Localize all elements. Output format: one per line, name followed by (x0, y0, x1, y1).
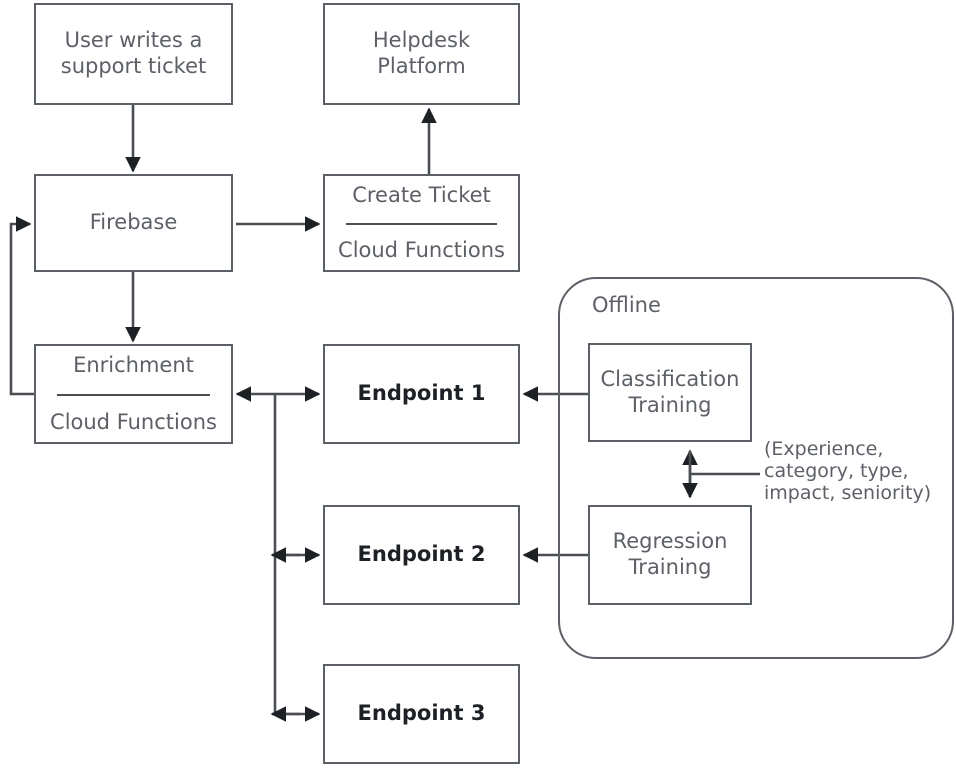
node-endpoint-1-label: Endpoint 1 (357, 381, 486, 406)
node-user-writes-support-ticket[interactable]: User writes a support ticket (34, 3, 233, 105)
node-endpoint-2[interactable]: Endpoint 2 (323, 505, 520, 605)
node-firebase[interactable]: Firebase (34, 174, 233, 272)
annotation-feature-list: (Experience, category, type, impact, sen… (764, 438, 932, 505)
node-firebase-label: Firebase (89, 210, 178, 235)
node-regression-training-label: Regression Training (612, 529, 728, 579)
node-enrichment-title: Enrichment (73, 353, 194, 377)
node-create-ticket-title: Create Ticket (352, 183, 491, 207)
node-endpoint-1[interactable]: Endpoint 1 (323, 344, 520, 444)
node-helpdesk-platform[interactable]: Helpdesk Platform (323, 3, 520, 105)
node-regression-training[interactable]: Regression Training (588, 505, 752, 605)
offline-group-label: Offline (592, 293, 661, 317)
node-create-ticket-subtitle: Cloud Functions (338, 238, 505, 263)
node-helpdesk-platform-label: Helpdesk Platform (372, 28, 471, 78)
node-classification-training[interactable]: Classification Training (588, 343, 752, 442)
node-classification-training-label: Classification Training (600, 366, 740, 417)
node-create-ticket-divider (346, 222, 497, 225)
node-endpoint-3-label: Endpoint 3 (357, 701, 486, 726)
node-enrichment[interactable]: Enrichment Cloud Functions (34, 344, 233, 444)
node-user-writes-support-ticket-label: User writes a support ticket (60, 28, 207, 78)
node-endpoint-2-label: Endpoint 2 (357, 542, 486, 567)
offline-group-container (558, 277, 954, 659)
arrow-enrichment-loop-to-firebase (9, 216, 34, 396)
node-create-ticket[interactable]: Create Ticket Cloud Functions (323, 174, 520, 272)
node-enrichment-divider (57, 393, 210, 396)
node-enrichment-subtitle: Cloud Functions (50, 410, 217, 435)
node-endpoint-3[interactable]: Endpoint 3 (323, 664, 520, 764)
